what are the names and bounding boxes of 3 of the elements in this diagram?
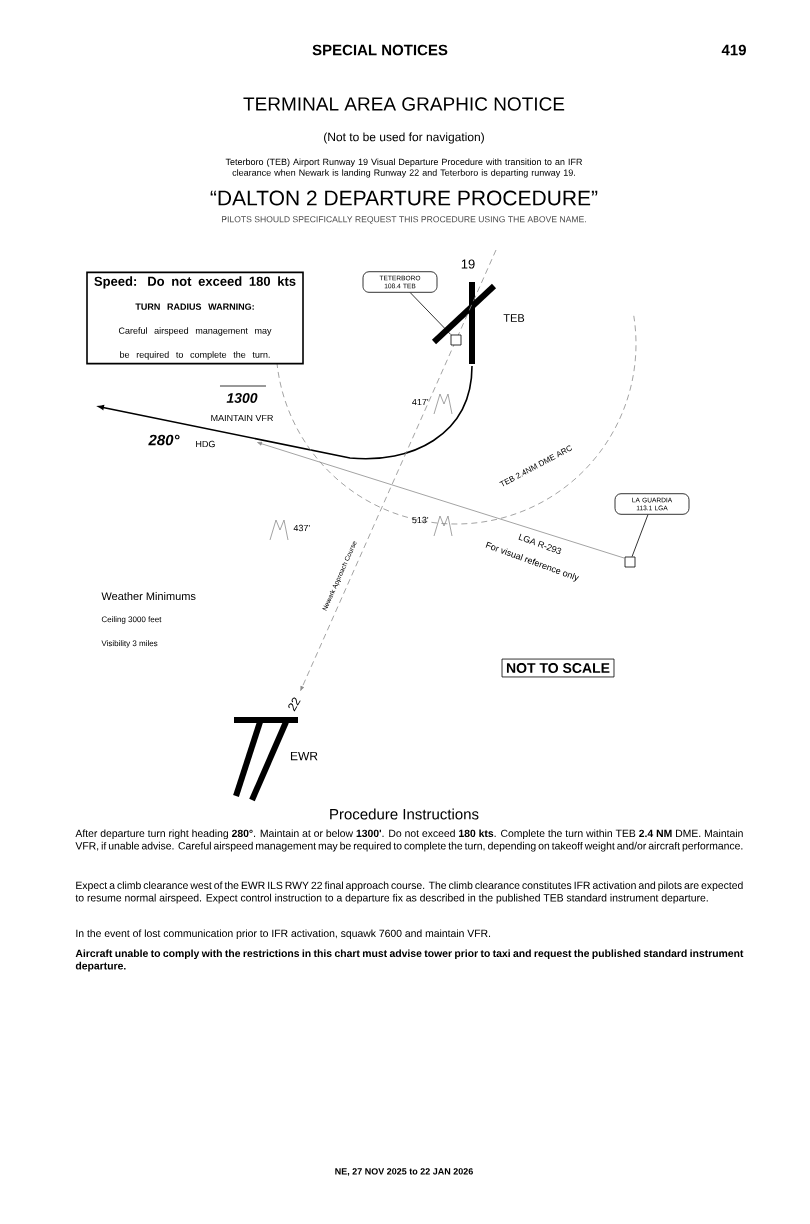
vor-symbol <box>624 556 636 568</box>
title: TERMINAL AREA GRAPHIC NOTICE <box>243 97 565 111</box>
procedure-name: “DALTON 2 DEPARTURE PROCEDURE” <box>210 190 598 206</box>
